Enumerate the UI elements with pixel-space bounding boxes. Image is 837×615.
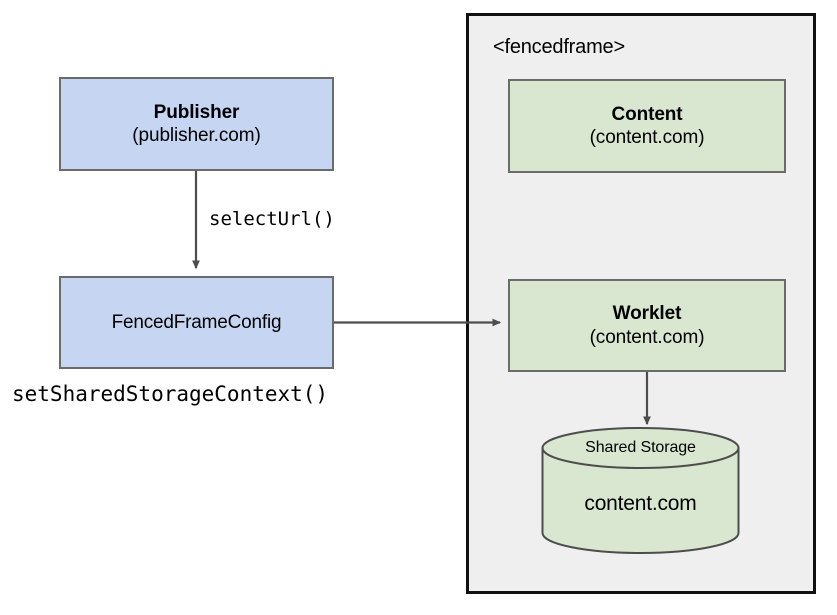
shared-storage-cylinder: Shared Storage content.com bbox=[541, 427, 740, 554]
shared-storage-origin: content.com bbox=[584, 492, 697, 515]
cylinder-shape-icon bbox=[541, 427, 740, 554]
fencedframe-label: <fencedframe> bbox=[493, 36, 625, 58]
annotation-set-shared-storage-context: setSharedStorageContext() bbox=[12, 382, 329, 406]
node-publisher-title: Publisher bbox=[153, 101, 240, 123]
node-fenced-frame-config-label: FencedFrameConfig bbox=[111, 311, 282, 333]
node-publisher[interactable]: Publisher (publisher.com) bbox=[59, 77, 334, 171]
node-worklet-subtitle: (content.com) bbox=[589, 326, 705, 348]
node-publisher-subtitle: (publisher.com) bbox=[132, 125, 261, 146]
edge-label-select-url: selectUrl() bbox=[209, 208, 335, 230]
shared-storage-title: Shared Storage bbox=[585, 439, 696, 456]
node-content-subtitle: (content.com) bbox=[589, 127, 705, 148]
node-content-title: Content bbox=[611, 103, 683, 125]
node-worklet-title: Worklet bbox=[612, 303, 682, 325]
node-worklet[interactable]: Worklet (content.com) bbox=[508, 279, 786, 372]
node-fenced-frame-config[interactable]: FencedFrameConfig bbox=[59, 276, 334, 369]
node-content[interactable]: Content (content.com) bbox=[508, 79, 786, 173]
